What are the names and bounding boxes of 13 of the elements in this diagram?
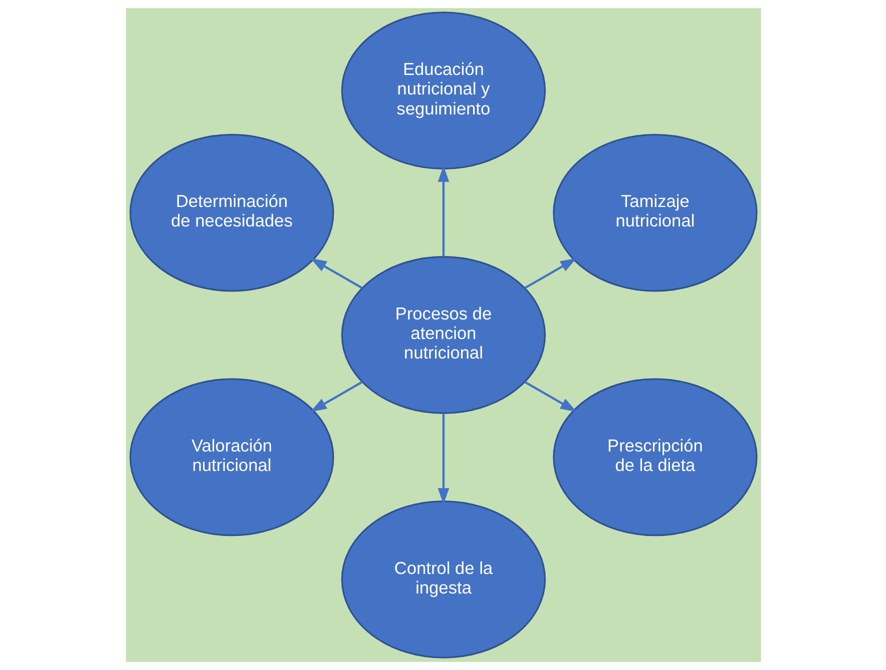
node-ellipse: Control de la ingesta: [340, 500, 546, 658]
node-ellipse: Procesos de atencion nutricional: [340, 256, 546, 414]
arrow: [524, 380, 576, 412]
arrow: [437, 413, 449, 504]
arrow: [437, 166, 449, 257]
arrow: [524, 258, 576, 290]
node-ellipse: Prescripción de la dieta: [552, 378, 757, 536]
node-ellipse: Valoración nutricional: [129, 378, 334, 536]
arrow: [310, 380, 362, 412]
node-ellipse: Tamizaje nutricional: [552, 134, 757, 292]
arrow: [310, 258, 362, 290]
node-ellipse: Determinación de necesidades: [129, 134, 334, 292]
node-ellipse: Educación nutricional y seguimiento: [340, 12, 546, 170]
